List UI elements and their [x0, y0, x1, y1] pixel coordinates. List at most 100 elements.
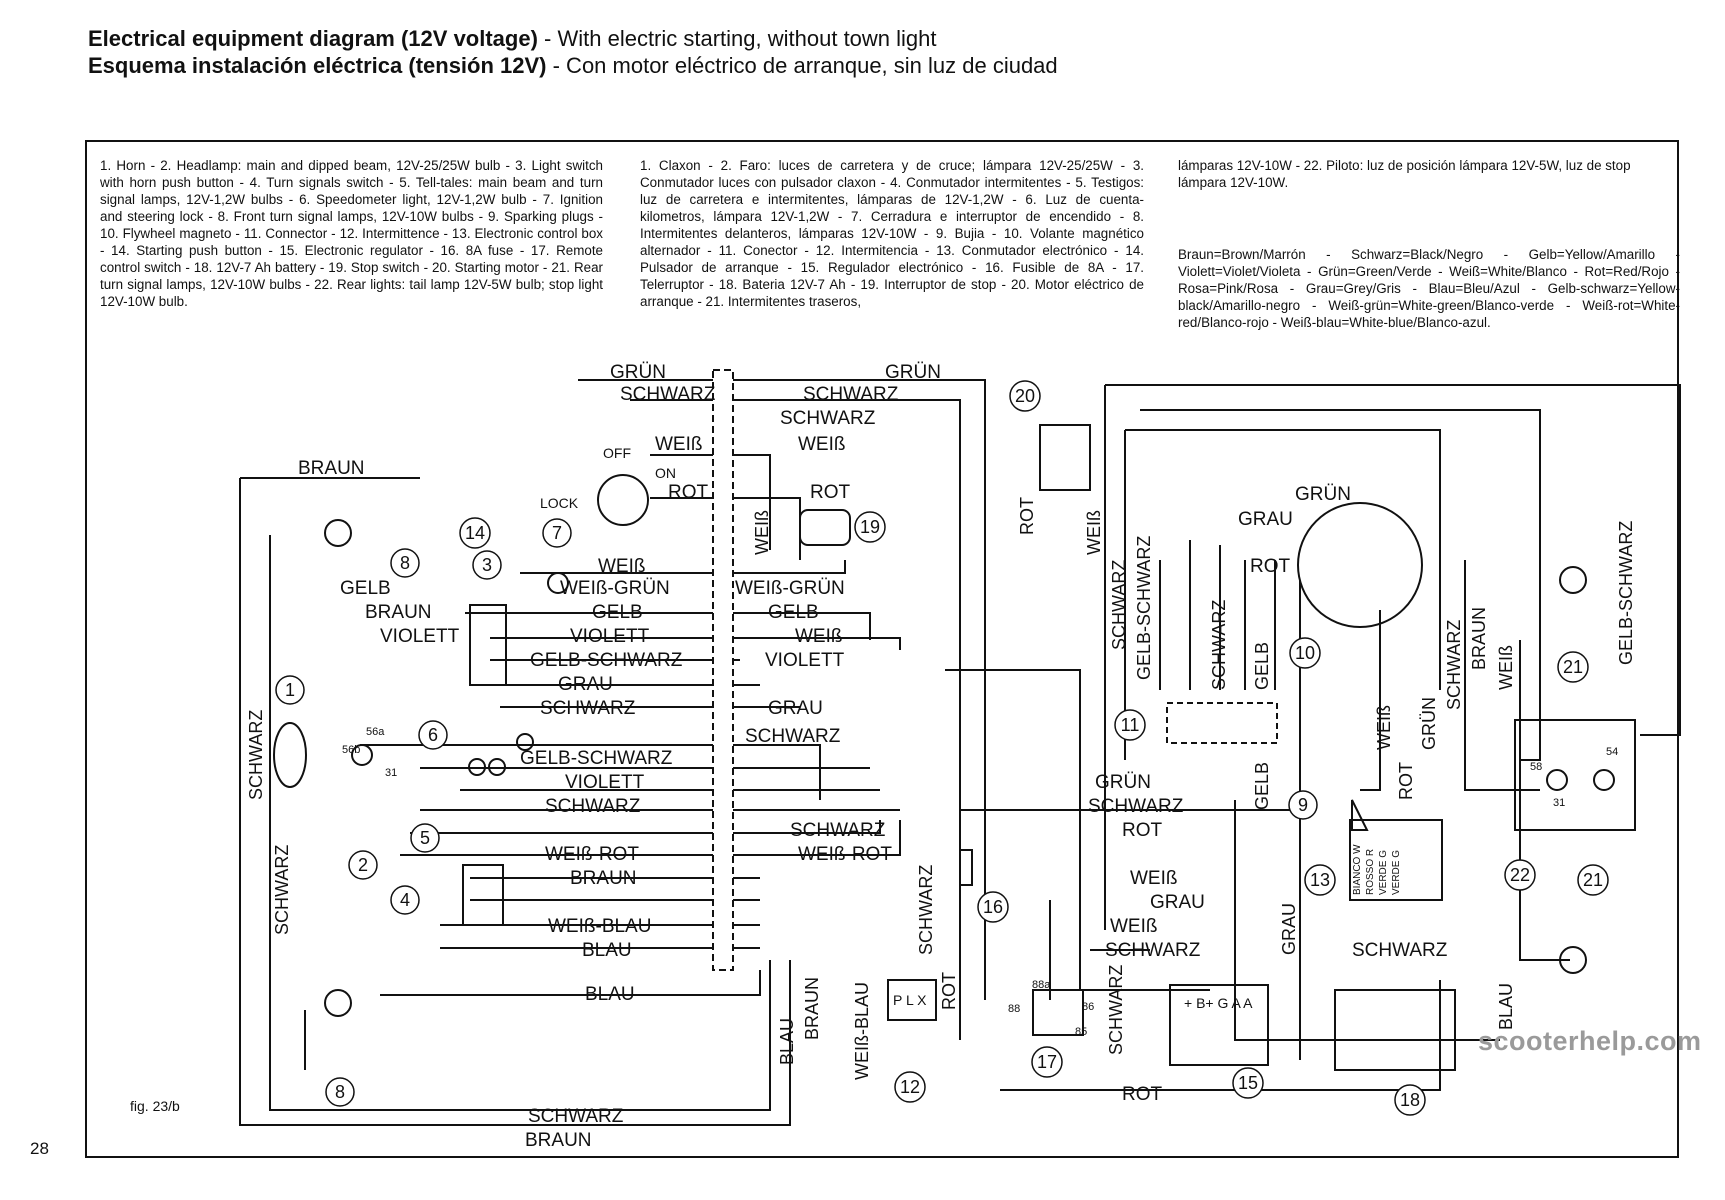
callout-number: 10: [1295, 643, 1315, 663]
rear-turn-lamp-21a: [1559, 566, 1587, 594]
callout-17: 17: [1031, 1046, 1063, 1078]
wire-label: SCHWARZ: [1109, 560, 1129, 650]
diagram-frame: [85, 140, 1679, 1158]
wire-label: GELB-SCHWARZ: [520, 748, 673, 769]
rear-turn-lamp-21b: [1559, 946, 1587, 974]
callout-number: 2: [358, 855, 368, 875]
legend-english: 1. Horn - 2. Headlamp: main and dipped b…: [100, 158, 603, 309]
wire-label: GRAU: [768, 698, 823, 719]
figure-label: fig. 23/b: [130, 1098, 180, 1114]
callout-10: 10: [1289, 637, 1321, 669]
lamp-terminal: 58: [1530, 761, 1542, 773]
title-spanish: Esquema instalación eléctrica (tensión 1…: [88, 53, 1058, 78]
callout-number: 17: [1037, 1052, 1057, 1072]
callout-13: 13: [1304, 864, 1336, 896]
wire-label: SCHWARZ: [528, 1106, 624, 1127]
callout-number: 22: [1510, 865, 1530, 885]
regulator-terminals: + B+ G A A: [1184, 995, 1253, 1011]
horn-1: [273, 722, 307, 788]
relay-terminal: 88a: [1032, 979, 1051, 991]
callout-1: 1: [275, 675, 305, 705]
relay-terminal: 85: [1075, 1026, 1087, 1038]
wire-label: BRAUN: [570, 868, 637, 889]
wire-label: GRÜN: [610, 362, 666, 383]
wire-label: SCHWARZ: [1088, 796, 1184, 817]
wire-label: WEIß: [1084, 510, 1104, 555]
box13-terminal: VERDE G: [1378, 850, 1389, 895]
wire-label: GRAU: [558, 674, 613, 695]
wire-label: BRAUN: [298, 458, 365, 479]
callout-20: 20: [1009, 380, 1041, 412]
callout-7: 7: [542, 518, 572, 548]
wire-label: ROT: [1396, 762, 1416, 800]
lamp-terminal: 56b: [342, 744, 360, 756]
callout-21b: 21: [1577, 864, 1609, 896]
wire-label: WEIß: [1130, 868, 1178, 889]
magneto-10: [1297, 502, 1423, 628]
wire-label: SCHWARZ: [620, 384, 716, 405]
lamp-terminal: 54: [1606, 746, 1618, 758]
wire-label: ROT: [1122, 820, 1163, 841]
regulator-15: [1169, 984, 1269, 1066]
callout-number: 3: [482, 555, 492, 575]
wire-label: BRAUN: [802, 977, 822, 1040]
fuse-block-12: [887, 979, 937, 1021]
callout-number: 11: [1121, 715, 1140, 735]
wire-label: WEIß-GRÜN: [735, 578, 845, 599]
wire-label: GELB: [1252, 642, 1272, 690]
lamp-terminal: 31: [385, 767, 397, 779]
wire-label: BRAUN: [525, 1130, 592, 1151]
wire-labels: GRÜN GRÜN SCHWARZ SCHWARZ SCHWARZ WEIß W…: [298, 362, 1448, 1151]
watermark: scooterhelp.com: [1478, 1026, 1702, 1056]
wire-label: GRÜN: [1295, 484, 1351, 505]
callout-number: 18: [1400, 1090, 1420, 1110]
legend-spanish: 1. Claxon - 2. Faro: luces de carretera …: [640, 158, 1144, 309]
wire-label: SCHWARZ: [1209, 600, 1229, 690]
callout-19: 19: [854, 511, 886, 543]
rear-light-22: [1514, 719, 1636, 831]
wire-label: SCHWARZ: [803, 384, 899, 405]
stop-switch-19: [799, 509, 851, 546]
wire-label: ROT: [1250, 556, 1291, 577]
component-callouts: 1 2 3 4 5 6 7 8 8 9 10 11 12 13 14 15 16…: [275, 380, 1609, 1116]
wire-label: VIOLETT: [570, 626, 650, 647]
callout-11: 11: [1114, 709, 1146, 741]
wire-label: VIOLETT: [765, 650, 845, 671]
wire-label: ROT: [810, 482, 851, 503]
wire-label: BLAU: [1496, 983, 1516, 1030]
wire-label: WEIß: [798, 434, 846, 455]
wire-label: WEIß-BLAU: [548, 916, 651, 937]
wire-label: GRÜN: [1419, 697, 1439, 750]
spark-plug-9: [1351, 799, 1369, 831]
callout-12: 12: [894, 1071, 926, 1103]
turn-switch-4: [462, 864, 504, 926]
wire-label: GELB: [1252, 762, 1272, 810]
callout-15: 15: [1232, 1067, 1264, 1099]
callout-16: 16: [977, 891, 1009, 923]
wire-label: WEIß: [1496, 645, 1516, 690]
wire-label: BLAU: [777, 1018, 797, 1065]
wire-label: SCHWARZ: [272, 845, 292, 935]
box13-terminal: VERDE G: [1391, 850, 1402, 895]
callout-number: 21: [1583, 870, 1603, 890]
callout-number: 1: [285, 680, 295, 700]
legend-spanish-continued: lámparas 12V-10W - 22. Piloto: luz de po…: [1178, 158, 1631, 190]
wire-label: ROT: [1122, 1084, 1163, 1105]
wire-label: ROT: [668, 482, 709, 503]
callout-number: 13: [1310, 870, 1330, 890]
wire-label: SCHWARZ: [1105, 940, 1201, 961]
callout-number: 7: [552, 523, 562, 543]
wire-label: GELB: [340, 578, 391, 599]
wire-label: WEIß-ROT: [545, 844, 639, 865]
wire-label: WEIß: [752, 510, 772, 555]
relay-terminal: 86: [1082, 1001, 1094, 1013]
fuse-block-label: P L X: [893, 992, 927, 1008]
callout-4: 4: [390, 885, 420, 915]
callout-number: 4: [400, 890, 410, 910]
callout-number: 16: [983, 897, 1003, 917]
wire-label: BLAU: [582, 940, 632, 961]
ignition-switch-7: [597, 474, 649, 526]
switch-label-on: ON: [655, 465, 676, 481]
wire-label: SCHWARZ: [916, 865, 936, 955]
box13-terminal: BIANCO W: [1352, 844, 1363, 895]
